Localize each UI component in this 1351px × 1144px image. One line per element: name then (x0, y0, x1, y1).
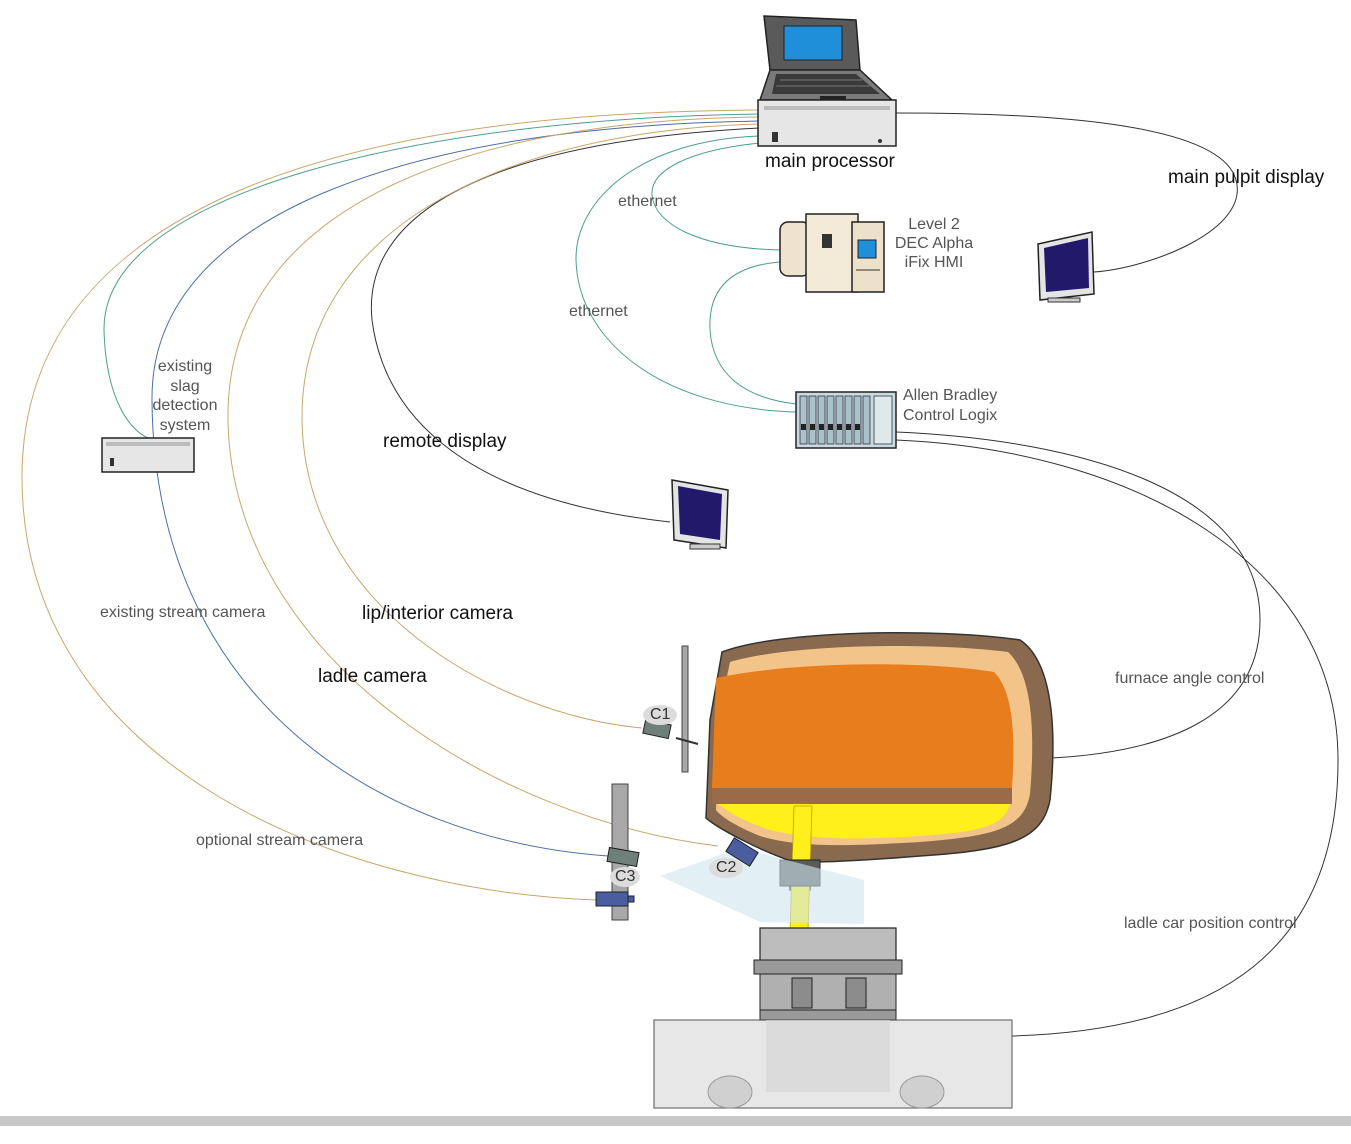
level2-line-2: DEC Alpha (894, 235, 974, 252)
c2-tag-bg (709, 858, 743, 878)
slag-line-3: detection (152, 397, 218, 414)
cable-ladle-camera (227, 116, 761, 847)
ladle-car-icon (653, 1019, 1013, 1109)
allen-line-2: Control Logix (903, 407, 998, 424)
level2-line-1: Level 2 (908, 216, 960, 233)
laptop-icon (758, 15, 894, 101)
cable-level2-allen-bradley (709, 261, 797, 405)
cable-slag-detection (151, 120, 761, 857)
lip-interior-camera-label: lip/interior camera (362, 603, 513, 624)
pulpit-monitor-icon (1037, 231, 1095, 303)
furnace-angle-control-label: furnace angle control (1115, 670, 1265, 687)
main-pulpit-display-label: main pulpit display (1168, 167, 1325, 188)
c3-tag-bg (610, 867, 640, 887)
camera-post-c3-icon (595, 783, 640, 921)
furnace-icon (705, 631, 1054, 931)
slag-detection-box-icon (101, 437, 195, 473)
ladle-icon (753, 927, 903, 1021)
cable-main-pulpit-display (895, 112, 1238, 273)
allen-line-1: Allen Bradley (903, 387, 998, 404)
slag-line-2: slag (170, 377, 200, 395)
level2-label: Level 2 DEC Alpha iFix HMI (890, 215, 978, 272)
cable-remote-display (370, 127, 761, 523)
main-processor-icon (757, 99, 897, 147)
level2-line-3: iFix HMI (904, 254, 964, 271)
cables (21, 109, 1339, 1037)
cable-slag-box (103, 113, 761, 439)
c2-tag: C2 (716, 859, 737, 876)
optional-stream-camera-label: optional stream camera (196, 832, 364, 849)
slag-line-4: system (159, 416, 211, 434)
main-processor-label: main processor (765, 151, 895, 172)
slag-detection-label: existing slag detection system (142, 357, 228, 435)
bottom-divider (0, 1116, 1351, 1126)
cable-ethernet-allen-bradley (575, 135, 797, 413)
ethernet-label-2: ethernet (569, 303, 628, 320)
remote-monitor-icon (671, 479, 729, 550)
ethernet-label-1: ethernet (618, 193, 677, 210)
camera-c2-icon (725, 837, 759, 867)
allen-bradley-label: Allen Bradley Control Logix (903, 386, 997, 426)
workstation-icon (779, 213, 885, 293)
c1-tag-bg (643, 705, 677, 725)
plc-rack-icon (795, 391, 897, 449)
ladle-car-position-control-label: ladle car position control (1124, 915, 1297, 932)
cable-furnace-angle (895, 431, 1261, 759)
cable-ethernet-level2 (651, 142, 781, 251)
c3-tag: C3 (615, 868, 636, 885)
cable-ladle-car (895, 439, 1339, 1037)
slag-line-1: existing (157, 358, 213, 375)
cable-optional-stream (21, 109, 761, 901)
c1-tag: C1 (650, 706, 671, 723)
cable-lip-interior (301, 123, 761, 729)
ladle-camera-label: ladle camera (318, 666, 427, 687)
remote-display-label: remote display (383, 431, 507, 452)
existing-stream-camera-label: existing stream camera (100, 604, 266, 621)
